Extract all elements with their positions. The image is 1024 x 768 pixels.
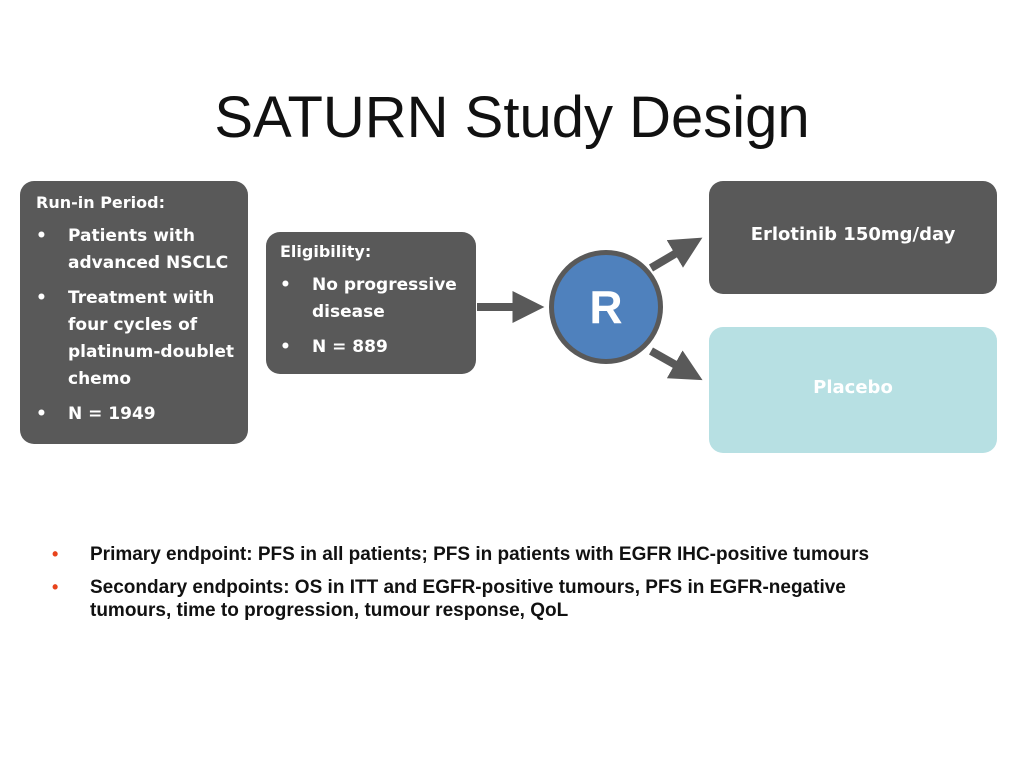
list-item: •Treatment with four cycles of platinum-… [36, 288, 234, 389]
primary-endpoint: •Primary endpoint: PFS in all patients; … [52, 544, 870, 565]
list-item: •Patients with advanced NSCLC [36, 226, 229, 273]
arrow-to-placebo [649, 347, 703, 381]
run-in-list: •Patients with advanced NSCLC •Treatment… [36, 223, 234, 428]
list-item: •N = 1949 [36, 404, 156, 424]
eligibility-list: •No progressive disease •N = 889 [280, 272, 466, 361]
slide-title: SATURN Study Design [214, 85, 810, 150]
run-in-heading: Run-in Period: [36, 193, 165, 212]
endpoints-list: •Primary endpoint: PFS in all patients; … [50, 543, 870, 632]
list-item: •No progressive disease [280, 275, 457, 322]
eligibility-heading: Eligibility: [280, 242, 372, 261]
eligibility-box: Eligibility: •No progressive disease •N … [266, 232, 476, 374]
secondary-endpoints: •Secondary endpoints: OS in ITT and EGFR… [52, 577, 846, 621]
list-item: •N = 889 [280, 337, 388, 357]
erlotinib-arm-box: Erlotinib 150mg/day [709, 181, 997, 294]
randomization-circle: R [549, 250, 663, 364]
run-in-period-box: Run-in Period: •Patients with advanced N… [20, 181, 248, 444]
placebo-arm-box: Placebo [709, 327, 997, 453]
arrow-to-erlotinib [648, 237, 703, 272]
